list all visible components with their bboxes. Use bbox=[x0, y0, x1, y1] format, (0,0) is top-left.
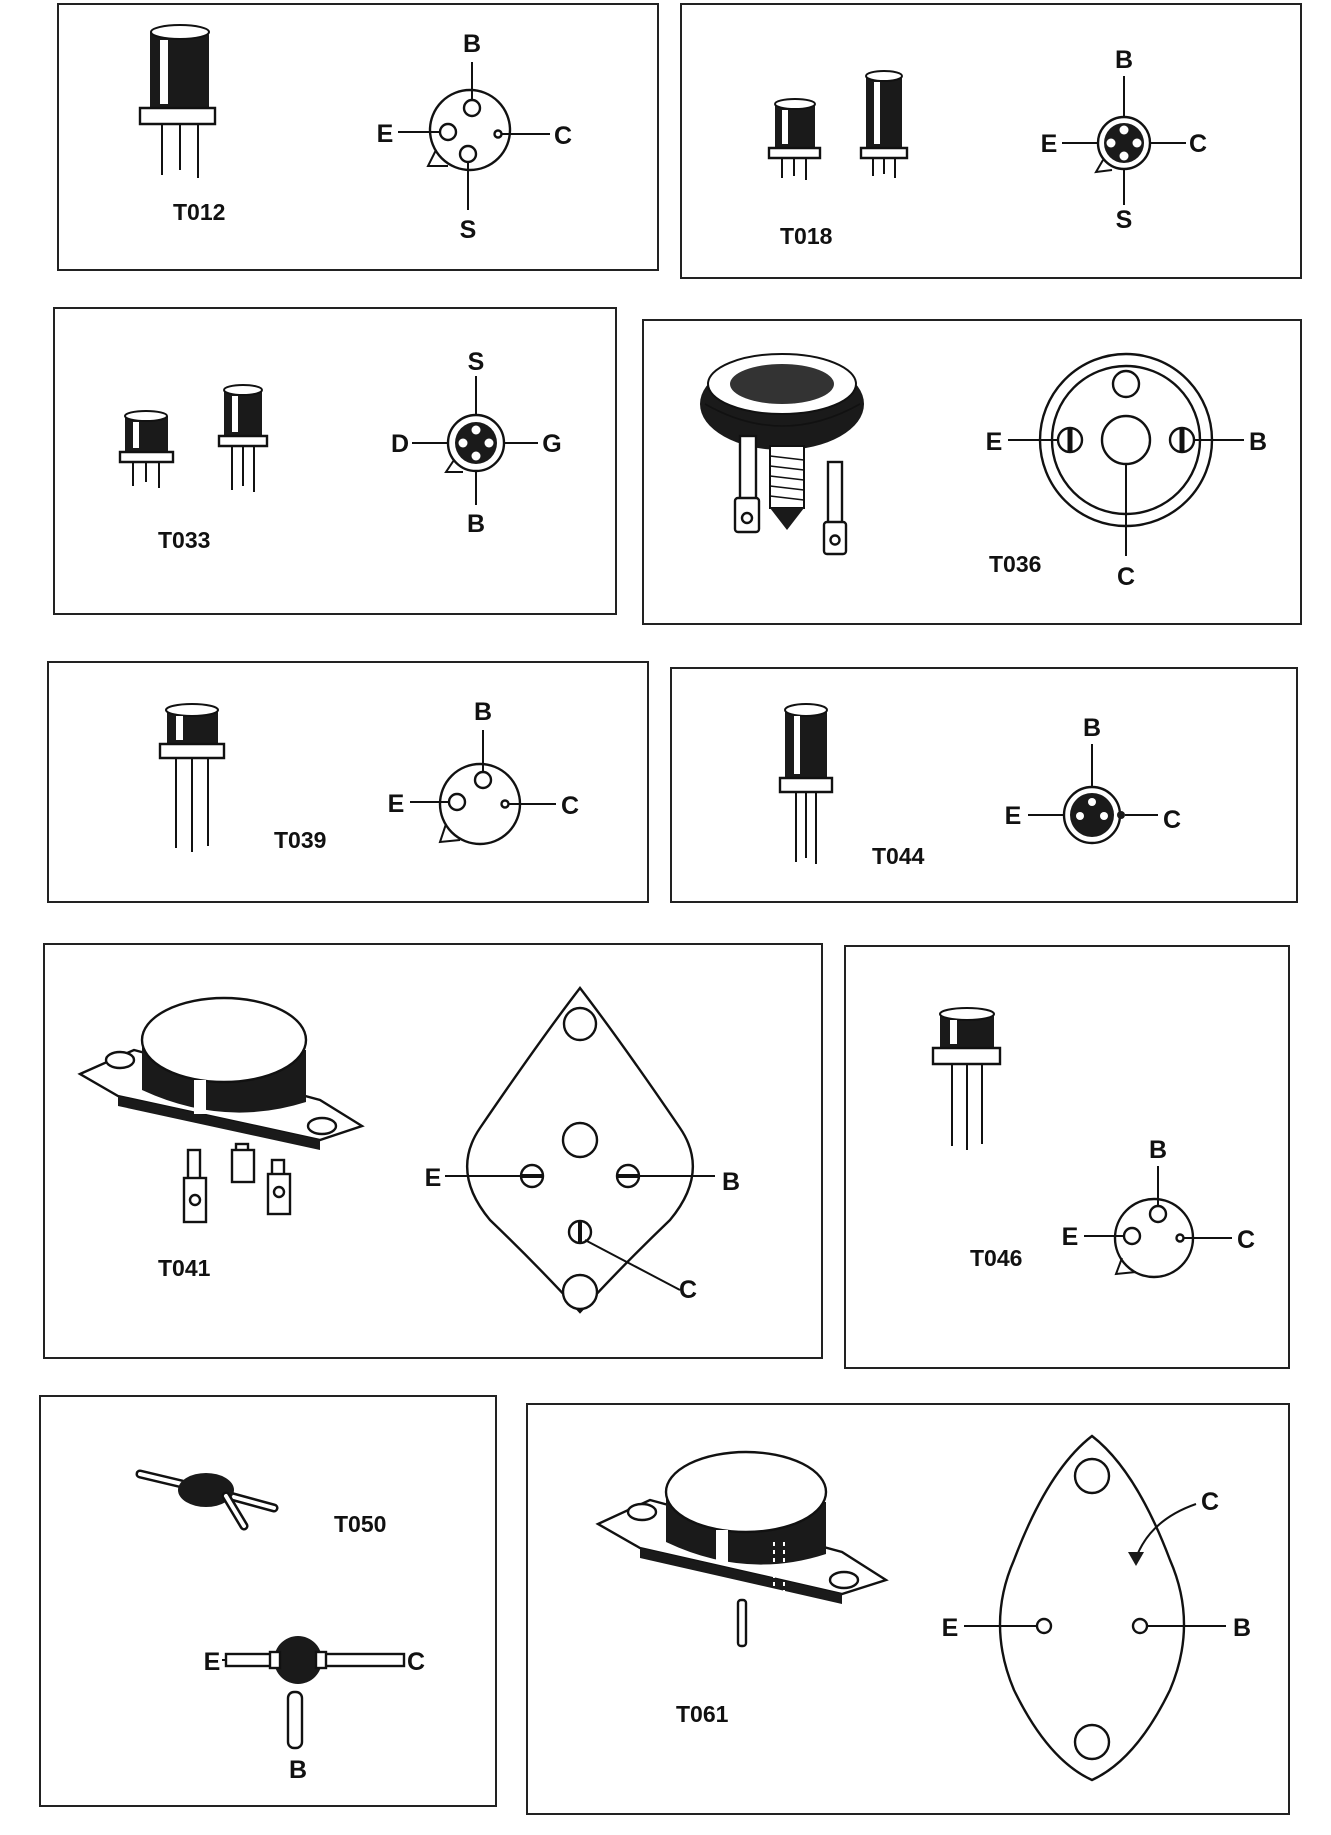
pin-right: B bbox=[1233, 1614, 1251, 1642]
package-label: T061 bbox=[676, 1701, 729, 1727]
panel-to39: B E C T039 bbox=[47, 661, 649, 903]
pin-bottom: B bbox=[467, 510, 485, 538]
to36-pinout bbox=[1008, 352, 1244, 556]
to12-pinout bbox=[398, 62, 550, 210]
pin-top: B bbox=[1083, 714, 1101, 742]
pin-top: C bbox=[1201, 1488, 1219, 1516]
pin-right: C bbox=[1189, 130, 1207, 158]
panel-frame bbox=[844, 945, 1290, 1369]
to44-pinout bbox=[1028, 744, 1158, 845]
to36-drawing bbox=[700, 353, 864, 556]
pin-right: C bbox=[1163, 806, 1181, 834]
pin-right: C bbox=[1237, 1226, 1255, 1254]
pin-right: C bbox=[407, 1648, 425, 1676]
pin-top: B bbox=[463, 30, 481, 58]
package-label: T018 bbox=[780, 223, 833, 249]
to39-drawing bbox=[158, 703, 226, 852]
pin-right: C bbox=[561, 792, 579, 820]
panel-to36: E B C T036 bbox=[642, 319, 1302, 625]
package-label: T041 bbox=[158, 1255, 211, 1281]
panel-to61: C E B T061 bbox=[526, 1403, 1290, 1815]
panel-to33: S D G B T033 bbox=[53, 307, 617, 615]
panel-to50: E C B T050 bbox=[39, 1395, 497, 1807]
pin-right: B bbox=[722, 1168, 740, 1196]
to41-drawing bbox=[77, 996, 365, 1224]
panel-to41: E B C T041 bbox=[43, 943, 823, 1359]
to61-pinout bbox=[964, 1434, 1226, 1782]
to12-drawing bbox=[138, 24, 217, 178]
to46-drawing bbox=[931, 1007, 1002, 1150]
pin-right: B bbox=[1249, 428, 1267, 456]
pin-bottom: S bbox=[1116, 206, 1133, 234]
package-label: T036 bbox=[989, 551, 1041, 577]
to41-pinout bbox=[445, 986, 715, 1314]
pin-top: S bbox=[468, 348, 485, 376]
to46-pinout bbox=[1084, 1166, 1232, 1279]
pin-right: G bbox=[542, 430, 561, 458]
to50-drawing bbox=[135, 1469, 279, 1531]
panel-to44: B E C T044 bbox=[670, 667, 1298, 903]
to33-drawing bbox=[118, 384, 269, 492]
panel-frame bbox=[39, 1395, 497, 1807]
package-label: T044 bbox=[872, 843, 925, 869]
pin-bottom: B bbox=[289, 1756, 307, 1784]
panel-frame bbox=[53, 307, 617, 615]
pin-left: E bbox=[377, 120, 394, 148]
pin-left: E bbox=[1041, 130, 1058, 158]
pin-left: E bbox=[942, 1614, 959, 1642]
pin-left: E bbox=[1005, 802, 1022, 830]
pin-right: C bbox=[554, 122, 572, 150]
package-label: T046 bbox=[970, 1245, 1022, 1271]
package-label: T033 bbox=[158, 527, 210, 553]
pin-left: E bbox=[1062, 1223, 1079, 1251]
panel-frame bbox=[526, 1403, 1290, 1815]
to18-pinout bbox=[1062, 76, 1186, 205]
panel-frame bbox=[43, 943, 823, 1359]
panel-to12: B E C S T012 bbox=[57, 3, 659, 271]
panel-frame bbox=[47, 661, 649, 903]
pin-top: B bbox=[1149, 1136, 1167, 1164]
pin-bottom: S bbox=[460, 216, 477, 244]
package-label: T039 bbox=[274, 827, 326, 853]
panel-frame bbox=[57, 3, 659, 271]
to44-drawing bbox=[778, 703, 834, 864]
to18-drawing bbox=[767, 70, 909, 180]
pin-left: E bbox=[388, 790, 405, 818]
package-label: T012 bbox=[173, 199, 225, 225]
pin-bottom: C bbox=[679, 1276, 697, 1304]
pin-left: E bbox=[425, 1164, 442, 1192]
to50-pinout bbox=[222, 1636, 406, 1750]
to33-pinout bbox=[412, 376, 538, 505]
pin-left: D bbox=[391, 430, 409, 458]
panel-to18: B E C S T018 bbox=[680, 3, 1302, 279]
pin-top: B bbox=[1115, 46, 1133, 74]
panel-to46: B E C T046 bbox=[844, 945, 1290, 1369]
panel-frame bbox=[680, 3, 1302, 279]
panel-frame bbox=[670, 667, 1298, 903]
package-label: T050 bbox=[334, 1511, 386, 1537]
to61-drawing bbox=[595, 1450, 889, 1648]
pin-left: E bbox=[986, 428, 1003, 456]
panel-frame bbox=[642, 319, 1302, 625]
pin-top: B bbox=[474, 698, 492, 726]
to39-pinout bbox=[410, 730, 556, 846]
pin-bottom: C bbox=[1117, 563, 1135, 591]
pin-left: E bbox=[204, 1648, 221, 1676]
